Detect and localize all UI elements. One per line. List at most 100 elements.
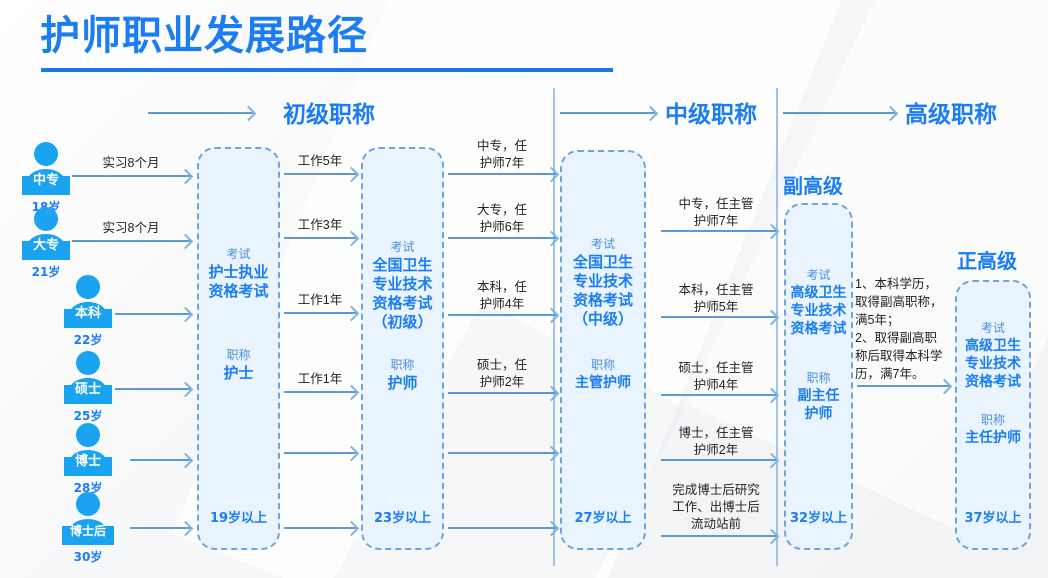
person-degree: 中专 xyxy=(32,173,59,188)
box-title-block: 职称 副主任 护师 xyxy=(786,370,851,423)
arrow-c2-r6 xyxy=(284,527,356,529)
box-exam-block: 考试 全国卫生 专业技术 资格考试 （中级） xyxy=(562,236,644,329)
arrow-c3-r5 xyxy=(448,452,556,454)
header-arrow-to-middle xyxy=(560,112,655,114)
arrow-c4-r5 xyxy=(661,535,776,537)
arrow-c4-r2 xyxy=(661,316,776,318)
person-dazhuan: 大专 21岁 xyxy=(14,205,78,280)
box-exam-block: 考试 高级卫生 专业技术 资格考试 xyxy=(786,267,851,338)
box-exam-label: 考试 xyxy=(806,268,831,282)
box-title-name: 副主任 护师 xyxy=(797,388,840,422)
box-title-label: 职称 xyxy=(806,371,831,385)
arrow-c3-r2 xyxy=(448,237,556,239)
box-title-label: 职称 xyxy=(980,413,1005,427)
header-arrow-to-senior xyxy=(783,112,895,114)
box-exam-block: 考试 全国卫生 专业技术 资格考试 （初级） xyxy=(363,239,442,332)
box-title-label: 职称 xyxy=(390,358,415,372)
arrow-c3-r1 xyxy=(448,173,556,175)
header-arrow-to-primary xyxy=(148,112,253,114)
stage-header-middle: 中级职称 xyxy=(665,102,757,128)
box-nurse-license: 考试 护士执业 资格考试 职称 护士 19岁以上 xyxy=(197,147,280,550)
arrow-label-c4-r4: 博士，任主管 护师2年 xyxy=(678,426,754,457)
box-age: 19岁以上 xyxy=(209,511,268,526)
person-degree: 大专 xyxy=(32,238,59,253)
box-title-block: 职称 主任护师 xyxy=(957,412,1029,447)
arrow-c3-r3 xyxy=(448,314,556,316)
person-degree: 硕士 xyxy=(74,382,101,397)
arrow-c1-r3 xyxy=(115,313,190,315)
box-age: 27岁以上 xyxy=(574,511,632,526)
sub-header-deputy-senior: 副高级 xyxy=(783,174,843,198)
box-title-label: 职称 xyxy=(226,348,251,362)
arrow-label-c3-r4: 硕士，任 护师2年 xyxy=(476,358,527,389)
arrow-c2-r3 xyxy=(284,312,356,314)
arrow-c1-r5 xyxy=(130,459,190,461)
arrow-c1-r1 xyxy=(72,175,190,177)
box-exam-label: 考试 xyxy=(390,240,415,254)
arrow-label-c3-r2: 大专，任 护师6年 xyxy=(476,203,527,234)
arrow-label-c5-r1: 1、本科学历， 取得副高职称， 满5年； 2、取得副高职 称后取得本科学 历，满… xyxy=(855,277,943,381)
person-boshi: 博士 28岁 xyxy=(56,421,120,496)
arrow-label-c4-r1: 中专，任主管 护师7年 xyxy=(678,197,754,228)
box-title-label: 职称 xyxy=(590,358,615,372)
arrow-c2-r1 xyxy=(284,173,356,175)
arrow-c4-r3 xyxy=(661,394,776,396)
arrow-label-c2-r3: 工作1年 xyxy=(297,293,343,307)
stage-header-senior: 高级职称 xyxy=(905,102,997,128)
arrow-c3-r6 xyxy=(448,527,556,529)
box-age: 32岁以上 xyxy=(789,511,848,526)
box-exam-label: 考试 xyxy=(226,247,251,261)
box-title-name: 主管护师 xyxy=(575,375,631,391)
arrow-label-c1-r1: 实习8个月 xyxy=(102,156,160,170)
arrow-c5-r1 xyxy=(857,385,949,387)
box-title-block: 职称 护士 xyxy=(199,347,278,383)
box-title-block: 职称 主管护师 xyxy=(562,357,644,393)
box-full-senior-tech: 考试 高级卫生 专业技术 资格考试 职称 主任护师 37岁以上 xyxy=(955,280,1031,550)
box-exam-name: 高级卫生 专业技术 资格考试 xyxy=(790,285,847,337)
arrow-label-c2-r4: 工作1年 xyxy=(297,372,343,386)
arrow-label-c3-r3: 本科，任 护师4年 xyxy=(476,280,527,311)
person-zhongzhuan: 中专 18岁 xyxy=(14,140,78,215)
sub-header-full-senior: 正高级 xyxy=(957,249,1017,273)
box-deputy-senior-tech: 考试 高级卫生 专业技术 资格考试 职称 副主任 护师 32岁以上 xyxy=(784,203,853,550)
person-degree: 博士后 xyxy=(69,524,106,538)
box-title-name: 护士 xyxy=(223,364,254,382)
arrow-c1-r4 xyxy=(115,388,190,390)
box-exam-name: 全国卫生 专业技术 资格考试 （初级） xyxy=(372,256,433,331)
box-exam-label: 考试 xyxy=(980,321,1005,335)
arrow-label-c2-r2: 工作3年 xyxy=(297,218,343,232)
box-exam-name: 全国卫生 专业技术 资格考试 （中级） xyxy=(572,253,633,328)
person-age: 30岁 xyxy=(73,550,103,564)
person-shuoshi: 硕士 25岁 xyxy=(56,349,120,424)
box-exam-label: 考试 xyxy=(590,237,615,251)
arrow-label-c4-r5: 完成博士后研究 工作、出博士后 流动站前 xyxy=(672,483,760,531)
arrow-c4-r4 xyxy=(661,459,776,461)
person-degree: 博士 xyxy=(74,454,101,469)
box-exam-name: 高级卫生 专业技术 资格考试 xyxy=(965,338,1021,390)
arrow-c2-r2 xyxy=(284,237,356,239)
arrow-label-c3-r1: 中专，任 护师7年 xyxy=(476,139,527,170)
box-exam-name: 护士执业 资格考试 xyxy=(208,263,269,300)
person-age: 22岁 xyxy=(73,333,103,347)
arrow-c2-r5 xyxy=(284,452,356,454)
arrow-c3-r4 xyxy=(448,392,556,394)
page-title: 护师职业发展路径 xyxy=(40,13,368,59)
box-age: 37岁以上 xyxy=(964,511,1022,526)
arrow-label-c1-r2: 实习8个月 xyxy=(102,221,160,235)
arrow-c2-r4 xyxy=(284,391,356,393)
title-underline xyxy=(41,68,613,72)
person-benke: 本科 22岁 xyxy=(56,273,120,348)
box-title-block: 职称 护师 xyxy=(363,357,442,393)
person-degree: 本科 xyxy=(74,306,101,321)
box-middle-tech: 考试 全国卫生 专业技术 资格考试 （中级） 职称 主管护师 27岁以上 xyxy=(560,150,646,550)
box-primary-tech: 考试 全国卫生 专业技术 资格考试 （初级） 职称 护师 23岁以上 xyxy=(361,147,444,550)
person-boshihou: 博士后 30岁 xyxy=(56,490,120,565)
box-exam-block: 考试 高级卫生 专业技术 资格考试 xyxy=(957,320,1029,391)
arrow-c1-r2 xyxy=(72,240,190,242)
box-age: 23岁以上 xyxy=(373,511,432,526)
stage-header-primary: 初级职称 xyxy=(283,102,375,128)
arrow-label-c2-r1: 工作5年 xyxy=(297,154,343,168)
box-title-name: 主任护师 xyxy=(965,430,1021,446)
arrow-c4-r1 xyxy=(661,230,776,232)
